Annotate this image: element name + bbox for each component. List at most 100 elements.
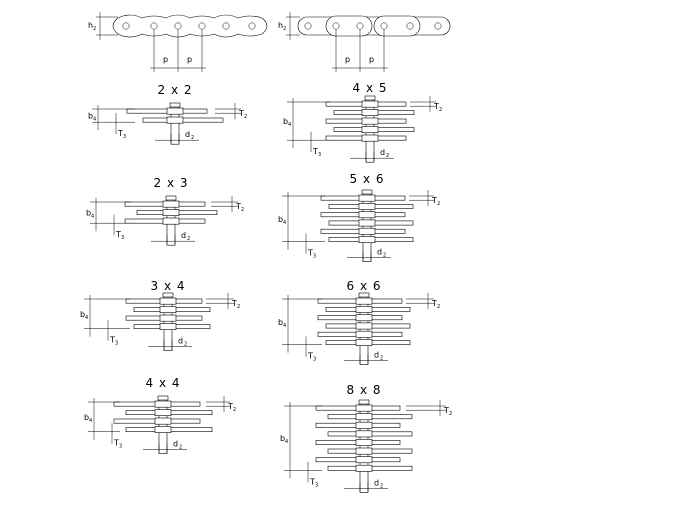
pin-collar bbox=[358, 227, 376, 235]
svg-text:3: 3 bbox=[115, 341, 118, 347]
pin-collar bbox=[358, 194, 376, 202]
svg-text:2: 2 bbox=[241, 207, 244, 213]
t3-label: T bbox=[109, 336, 115, 345]
pin-hole-icon bbox=[356, 22, 364, 30]
h2-label: h bbox=[88, 21, 93, 30]
pin-collar bbox=[355, 447, 373, 455]
pin-collar bbox=[358, 219, 376, 227]
pin-head bbox=[157, 395, 169, 401]
pin-collar bbox=[355, 314, 373, 322]
svg-text:2: 2 bbox=[179, 445, 182, 451]
pin-collar bbox=[159, 323, 177, 330]
layout-title: 5 x 6 bbox=[350, 172, 385, 186]
pin-hole-icon bbox=[434, 22, 442, 30]
pin-collar bbox=[361, 100, 379, 108]
b4-label: b bbox=[80, 310, 85, 319]
pin-head bbox=[364, 95, 376, 101]
d2-label: d bbox=[185, 130, 190, 139]
svg-text:2: 2 bbox=[437, 304, 440, 310]
pin-collar bbox=[159, 297, 177, 305]
pin-collar bbox=[162, 209, 180, 216]
pin-collar bbox=[355, 297, 373, 305]
svg-text:2: 2 bbox=[383, 253, 386, 259]
layout-title: 8 x 8 bbox=[347, 383, 382, 397]
pin-collar bbox=[355, 322, 373, 330]
svg-text:2: 2 bbox=[187, 236, 190, 242]
h2-label: h bbox=[278, 21, 283, 30]
pin-collar bbox=[355, 305, 373, 313]
svg-text:3: 3 bbox=[121, 235, 124, 241]
t2-label: T bbox=[235, 202, 241, 211]
t2-label: T bbox=[231, 299, 237, 308]
pin-collar bbox=[166, 116, 184, 124]
pin-collar bbox=[355, 464, 373, 472]
pin-collar bbox=[361, 117, 379, 125]
b4-label: b bbox=[278, 318, 283, 327]
layout-title: 6 x 6 bbox=[347, 279, 382, 293]
t2-label: T bbox=[238, 109, 244, 118]
t2-label: T bbox=[227, 402, 233, 411]
d2-label: d bbox=[181, 231, 186, 240]
svg-text:2: 2 bbox=[283, 26, 286, 32]
pitch-label: p bbox=[369, 55, 374, 64]
svg-text:3: 3 bbox=[119, 444, 122, 450]
svg-text:2: 2 bbox=[439, 107, 442, 113]
pin-hole-icon bbox=[406, 22, 414, 30]
pin-collar bbox=[355, 404, 373, 412]
svg-text:2: 2 bbox=[184, 342, 187, 348]
svg-text:2: 2 bbox=[93, 26, 96, 32]
svg-text:3: 3 bbox=[313, 357, 316, 363]
pin bbox=[359, 294, 369, 365]
d2-label: d bbox=[374, 351, 379, 360]
t3-label: T bbox=[307, 249, 313, 258]
svg-text:2: 2 bbox=[437, 201, 440, 207]
layout-title: 3 x 4 bbox=[151, 279, 186, 293]
pin-hole-icon bbox=[174, 22, 182, 30]
d2-label: d bbox=[374, 478, 379, 487]
pin-head bbox=[165, 195, 177, 201]
pin-hole-icon bbox=[304, 22, 312, 30]
b4-label: b bbox=[86, 209, 91, 218]
svg-text:2: 2 bbox=[237, 304, 240, 310]
pin-collar bbox=[358, 203, 376, 210]
t3-label: T bbox=[309, 477, 315, 486]
t3-label: T bbox=[115, 230, 121, 239]
b4-label: b bbox=[278, 215, 283, 224]
pin-collar bbox=[159, 306, 177, 313]
t3-label: T bbox=[113, 439, 119, 448]
pin-collar bbox=[154, 417, 172, 425]
layout-title: 2 x 3 bbox=[154, 176, 189, 190]
pin-collar bbox=[162, 217, 180, 225]
t3-label: T bbox=[117, 129, 123, 138]
svg-text:3: 3 bbox=[123, 134, 126, 140]
t2-label: T bbox=[433, 102, 439, 111]
svg-text:2: 2 bbox=[244, 114, 247, 120]
layout-title: 4 x 4 bbox=[146, 376, 181, 390]
pin-head bbox=[358, 292, 370, 298]
d2-label: d bbox=[178, 337, 183, 346]
chain-side-view-right: h 2 p p bbox=[278, 12, 451, 72]
d2-label: d bbox=[377, 248, 382, 257]
svg-text:3: 3 bbox=[318, 152, 321, 158]
svg-text:4: 4 bbox=[91, 214, 94, 220]
svg-text:2: 2 bbox=[449, 411, 452, 417]
pin-collar bbox=[154, 400, 172, 408]
layout-title: 4 x 5 bbox=[353, 81, 388, 95]
svg-text:4: 4 bbox=[283, 323, 286, 329]
pin-collar bbox=[355, 456, 373, 464]
svg-text:4: 4 bbox=[89, 418, 92, 424]
t2-label: T bbox=[443, 406, 449, 415]
svg-text:4: 4 bbox=[288, 122, 291, 128]
